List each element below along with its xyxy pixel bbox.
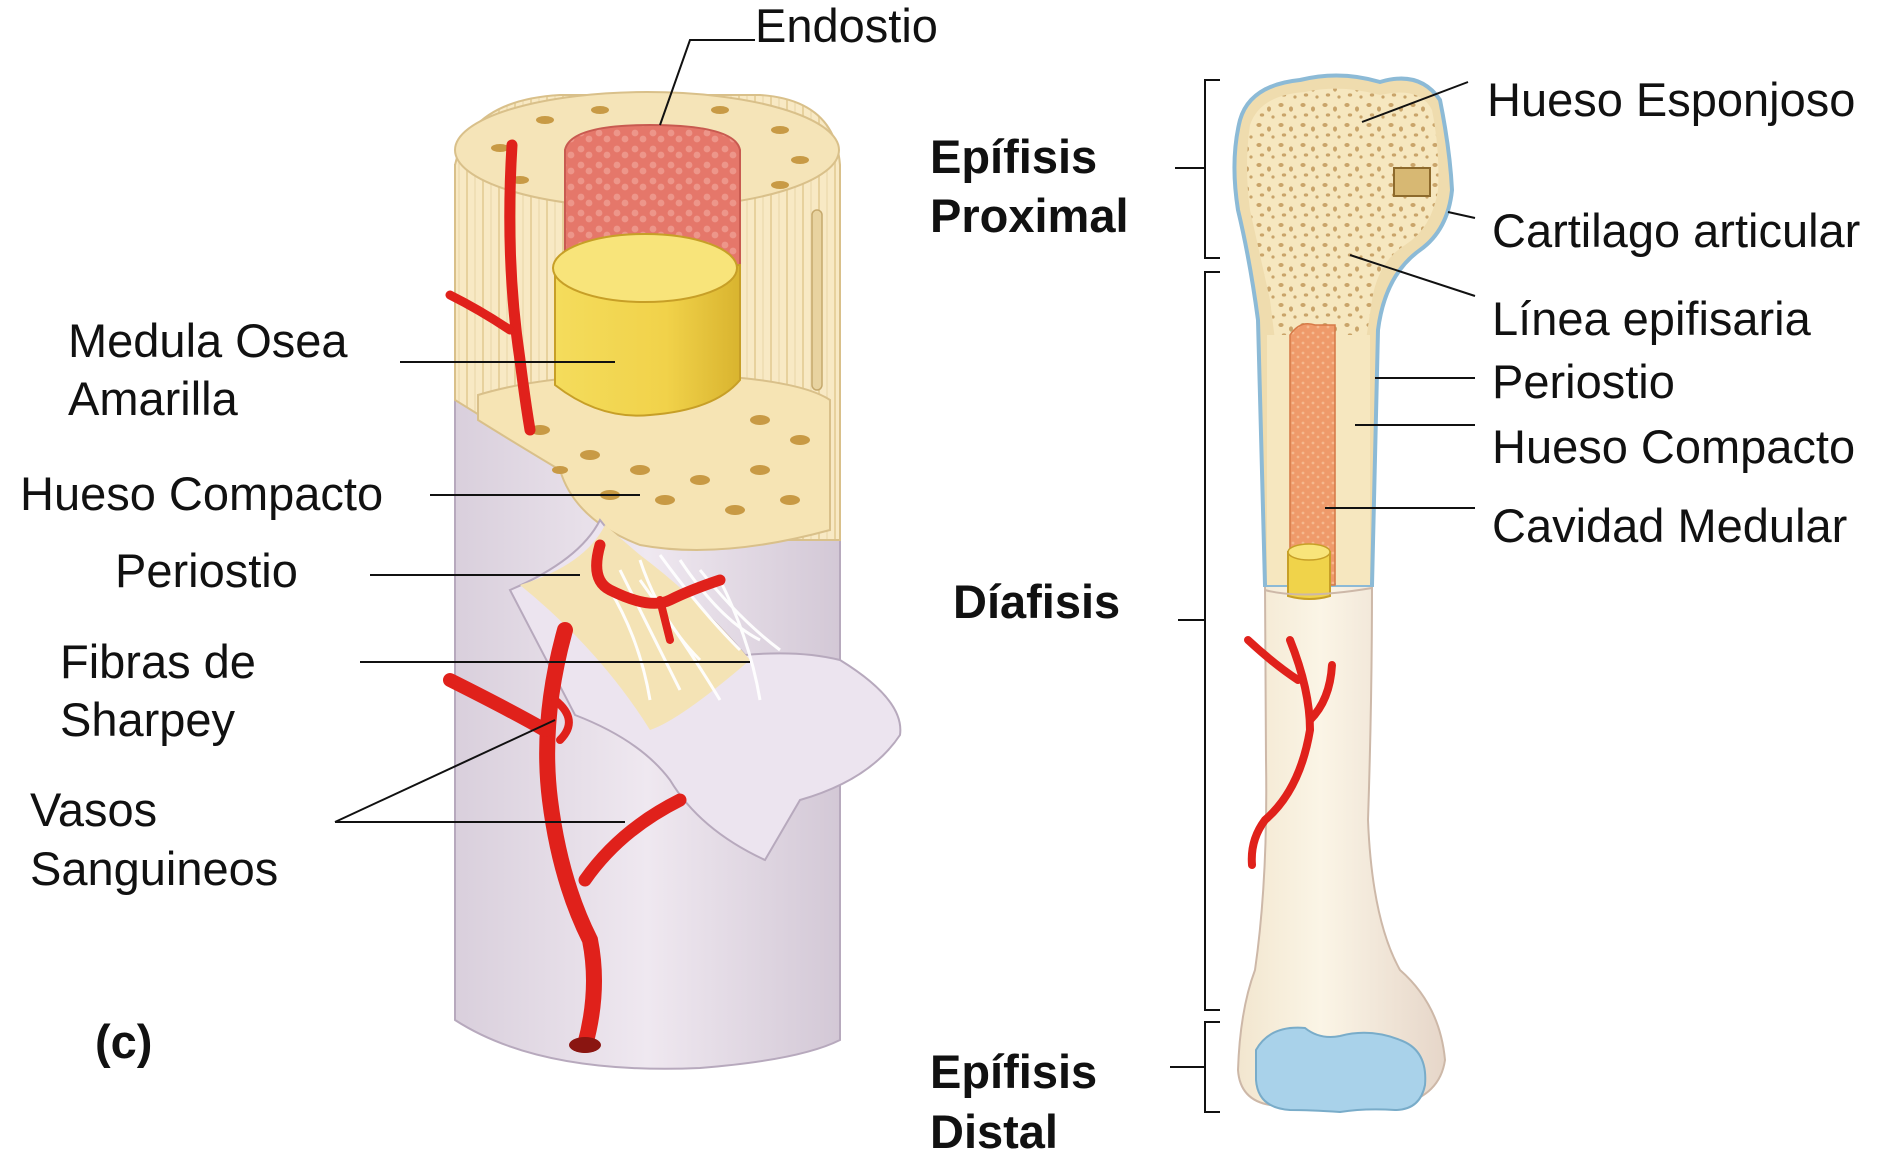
label-vasos-line1: Vasos	[30, 783, 157, 836]
compact-bone-wall-left	[1267, 335, 1289, 585]
label-epifisis-proximal-line2: Proximal	[930, 189, 1129, 242]
distal-articular-cartilage	[1256, 1028, 1425, 1112]
label-cartilago-articular: Cartilago articular	[1492, 204, 1860, 257]
long-bone-section-figure: Endostio Medula Osea Amarilla Hueso Comp…	[20, 0, 938, 1069]
label-epifisis-distal-line1: Epífisis	[930, 1045, 1097, 1098]
compact-bone-wall-right	[1336, 335, 1370, 585]
bracket-epifisis-proximal	[1175, 80, 1220, 258]
cartilage-notch	[1394, 168, 1430, 196]
label-periostio-right: Periostio	[1492, 355, 1675, 408]
label-hueso-compacto-right: Hueso Compacto	[1492, 420, 1855, 473]
vessel-cut-end	[569, 1037, 601, 1053]
nutrient-canal-slit	[812, 210, 822, 390]
bracket-diafisis	[1178, 272, 1220, 1010]
bracket-epifisis-distal	[1170, 1022, 1220, 1112]
yellow-marrow-top	[553, 234, 737, 302]
region-brackets	[1170, 80, 1220, 1112]
label-medula-osea-line2: Amarilla	[68, 372, 239, 425]
label-medula-osea-line1: Medula Osea	[68, 314, 348, 367]
label-fibras-line2: Sharpey	[60, 693, 236, 746]
panel-label-c: (c)	[95, 1015, 152, 1068]
label-epifisis-distal-line2: Distal	[930, 1105, 1058, 1150]
label-hueso-compacto-left: Hueso Compacto	[20, 467, 383, 520]
label-linea-epifisaria: Línea epifisaria	[1492, 292, 1812, 345]
long-bone-whole-figure: Epífisis Proximal Díafisis Epífisis Dist…	[930, 73, 1860, 1150]
label-diafisis: Díafisis	[953, 575, 1120, 628]
label-epifisis-proximal-line1: Epífisis	[930, 130, 1097, 183]
label-endostio: Endostio	[755, 0, 938, 52]
spongy-bone	[1247, 89, 1438, 340]
leader-line-cartilago	[1448, 212, 1475, 218]
label-cavidad-medular: Cavidad Medular	[1492, 499, 1847, 552]
label-fibras-line1: Fibras de	[60, 635, 256, 688]
yellow-marrow-plug-top	[1288, 544, 1330, 560]
label-vasos-line2: Sanguineos	[30, 842, 278, 895]
label-hueso-esponjoso: Hueso Esponjoso	[1487, 73, 1855, 126]
label-periostio-left: Periostio	[115, 544, 298, 597]
